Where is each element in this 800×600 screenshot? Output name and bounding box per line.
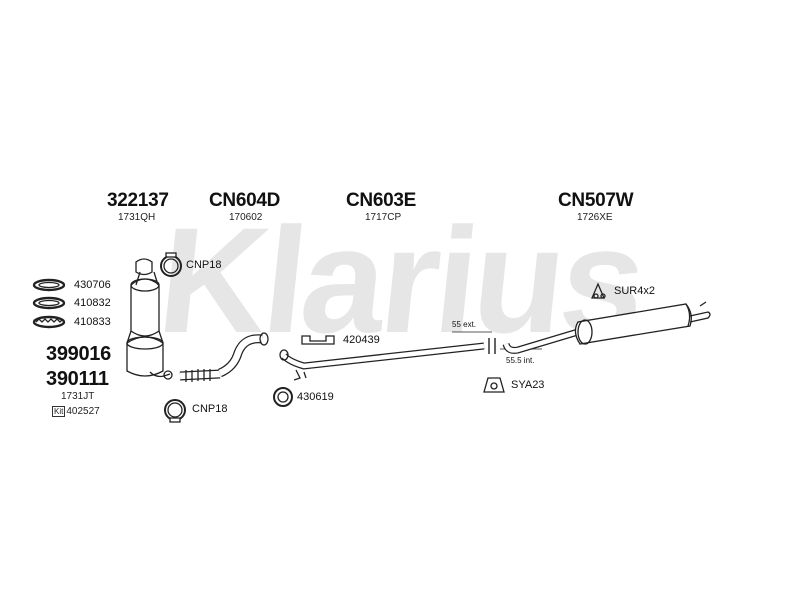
kit-number: 402527 xyxy=(66,406,100,417)
label-410833: 410833 xyxy=(74,316,111,328)
label-cnp18-top: CNP18 xyxy=(186,259,222,271)
part-number-322137: 322137 xyxy=(107,190,169,211)
reference-1731qh: 1731QH xyxy=(118,212,156,223)
label-430619: 430619 xyxy=(297,391,334,403)
centre-pipe-icon xyxy=(279,342,485,381)
reference-1717cp: 1717CP xyxy=(365,212,402,223)
rubber-hanger-icon xyxy=(591,282,606,299)
reference-1731jt: 1731JT xyxy=(61,391,95,402)
gasket-icon xyxy=(32,296,66,310)
clamp-bottom-icon xyxy=(164,399,186,423)
clamp-top-icon xyxy=(160,252,182,277)
kit-tag: Kit xyxy=(52,406,66,417)
label-sur4x2: SUR4x2 xyxy=(614,285,655,297)
rear-silencer-icon xyxy=(502,301,711,354)
part-number-cn507w: CN507W xyxy=(558,190,634,211)
gasket-icon xyxy=(32,278,66,292)
reference-170602: 170602 xyxy=(229,212,263,223)
mounting-rubber-icon xyxy=(483,377,505,393)
label-sya23: SYA23 xyxy=(511,379,545,391)
label-cnp18-bottom: CNP18 xyxy=(192,403,228,415)
part-number-cn604d: CN604D xyxy=(209,190,281,211)
label-55-5-int: 55.5 int. xyxy=(506,356,535,365)
front-pipe-icon xyxy=(179,332,269,382)
part-number-399016: 399016 xyxy=(46,343,111,365)
reference-1726xe: 1726XE xyxy=(577,212,613,223)
label-420439: 420439 xyxy=(343,334,380,346)
label-55-ext: 55 ext. xyxy=(452,320,477,329)
rubber-mount-icon xyxy=(273,387,293,407)
dpf-canister-icon xyxy=(126,258,173,380)
label-410832: 410832 xyxy=(74,297,111,309)
gasket-icon xyxy=(32,315,66,329)
part-number-cn603e: CN603E xyxy=(346,190,417,211)
part-number-390111: 390111 xyxy=(46,368,109,390)
label-430706: 430706 xyxy=(74,279,111,291)
hanger-bracket-icon xyxy=(301,335,335,345)
